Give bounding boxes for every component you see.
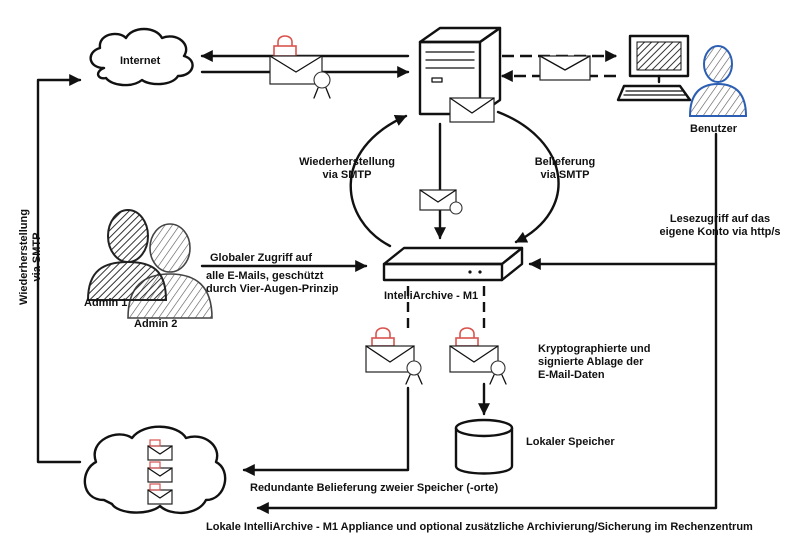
admin-1-label: Admin 1: [84, 297, 128, 309]
krypto-line-1: Kryptographierte und: [538, 343, 651, 355]
belieferung-label: Belieferung via SMTP: [520, 156, 610, 182]
line-user-to-datacenter: [256, 262, 718, 514]
wiederherstellung-side-label: Wiederherstellung via SMTP: [18, 192, 44, 322]
wiederherstellung-side-line-1: Wiederherstellung: [18, 209, 30, 305]
lesezugriff-line-1: Lesezugriff auf das: [669, 213, 771, 225]
admin-2-label: Admin 2: [134, 318, 178, 330]
arrow-belieferung-to-appliance: [496, 110, 560, 244]
datacenter-mail-icon-3: [147, 483, 173, 505]
internet-cloud-icon: [89, 27, 194, 87]
redundante-belieferung-label: Redundante Belieferung zweier Speicher (…: [250, 482, 499, 494]
intelliarchive-appliance-icon: [382, 246, 524, 282]
wiederherstellung-side-line-2: via SMTP: [31, 232, 43, 282]
benutzer-user-icon: [688, 45, 748, 117]
internet-label: Internet: [120, 55, 161, 67]
mail-icon-to-user: [539, 55, 591, 81]
mail-icon-center: [419, 189, 463, 215]
local-storage-icon: [454, 418, 514, 475]
arrow-wiederherstellung-to-server: [349, 114, 408, 248]
server-envelope-icon: [449, 97, 495, 123]
encrypted-mail-icon-left: [365, 327, 423, 385]
datacenter-mail-icon-1: [147, 439, 173, 461]
bottom-caption: Lokale IntelliArchive - M1 Appliance und…: [206, 521, 753, 533]
krypto-line-3: E-Mail-Daten: [538, 369, 605, 381]
datacenter-mail-icon-2: [147, 461, 173, 483]
encrypted-mail-icon-right: [449, 327, 507, 385]
appliance-label: IntelliArchive - M1: [384, 290, 479, 302]
wiederherstellung-top-line-2: via SMTP: [322, 169, 372, 181]
encrypted-mail-icon-top: [269, 35, 331, 99]
arrow-datacenter-to-internet: [36, 74, 82, 464]
arrow-user-read-access: [528, 132, 718, 270]
globaler-zugriff-line-1: Globaler Zugriff auf: [210, 252, 313, 264]
lokaler-speicher-label: Lokaler Speicher: [526, 436, 615, 448]
belieferung-line-2: via SMTP: [540, 169, 590, 181]
wiederherstellung-top-label: Wiederherstellung via SMTP: [292, 156, 402, 182]
wiederherstellung-top-line-1: Wiederherstellung: [299, 156, 395, 168]
arrow-redundant-to-datacenter: [242, 386, 410, 476]
belieferung-line-1: Belieferung: [534, 156, 596, 168]
lesezugriff-line-2: eigene Konto via http/s: [659, 226, 781, 238]
krypto-line-2: signierte Ablage der: [538, 356, 644, 368]
admin-1-icon: [86, 209, 168, 301]
krypto-label: Kryptographierte und signierte Ablage de…: [538, 343, 650, 382]
datacenter-cloud-icon: [83, 425, 227, 514]
lesezugriff-label: Lesezugriff auf das eigene Konto via htt…: [650, 213, 790, 239]
benutzer-label: Benutzer: [690, 123, 738, 135]
globaler-zugriff-line-2: alle E-Mails, geschützt: [206, 270, 324, 282]
globaler-zugriff-line-3: durch Vier-Augen-Prinzip: [206, 283, 339, 295]
computer-icon: [616, 34, 692, 102]
